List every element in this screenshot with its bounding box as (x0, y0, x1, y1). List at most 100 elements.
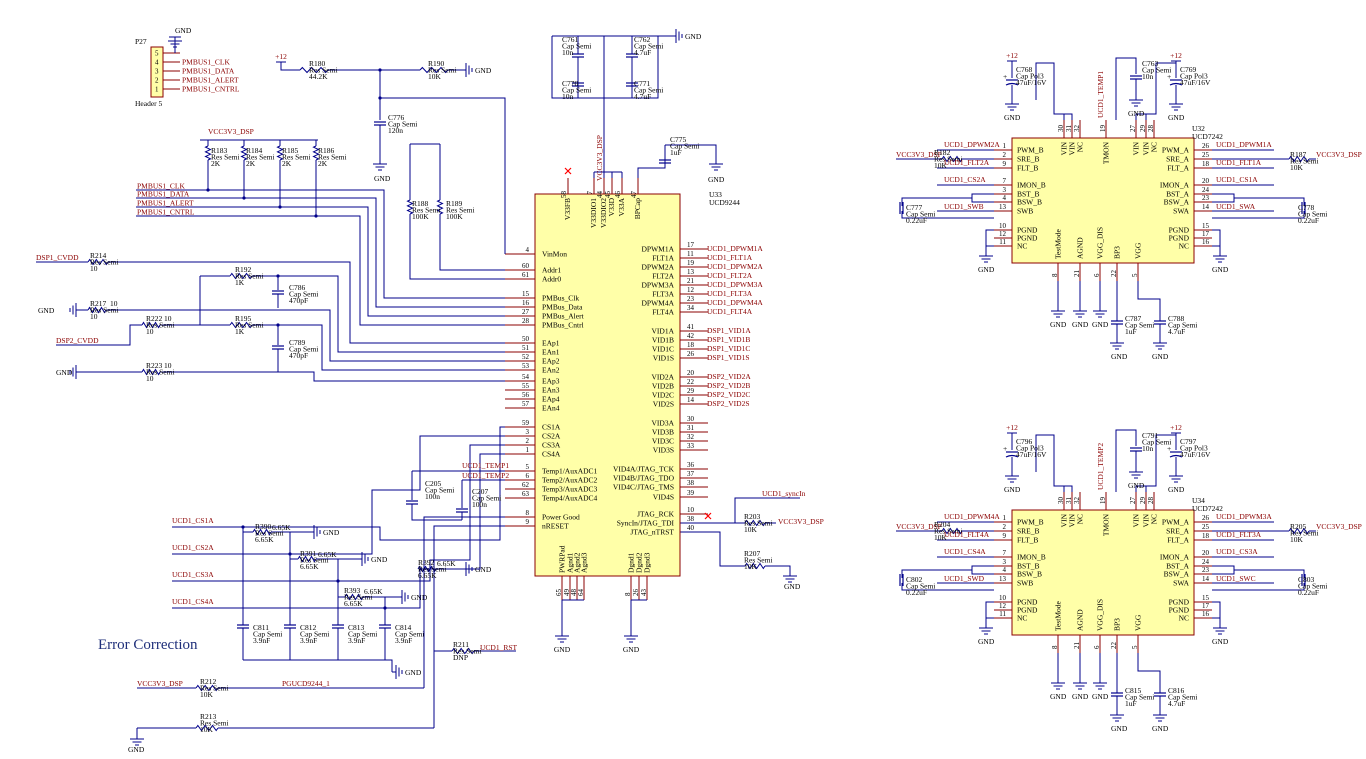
gnd-label: GND (623, 645, 640, 654)
driver-pin-number: 25 (1202, 523, 1210, 531)
driver-pin-name: NC (1179, 242, 1189, 251)
driver-net-label: VCC3V3_DSP (1316, 522, 1362, 531)
part-label-r390: 6.65K (255, 535, 274, 544)
u33-net-label: DSP1_VID1S (707, 353, 750, 362)
u33-pin-name: VID1S (653, 354, 674, 363)
part-label-r391: 6.65K (300, 562, 319, 571)
u33-net-label: UCD1_DPWM2A (707, 262, 763, 271)
no-connect-mark (564, 167, 572, 175)
u33-pin-number: 64 (577, 589, 585, 597)
driver-net-label: UCD1_DPWM3A (1216, 512, 1272, 521)
part-label-c768: 47uF/16V (1016, 78, 1047, 87)
gnd-label: GND (1128, 109, 1145, 118)
r223 (141, 368, 161, 376)
u33-net-label: DSP2_VID2B (707, 381, 750, 390)
driver-pin-number: 31 (1065, 125, 1073, 133)
u33-pin-number: 50 (522, 335, 530, 343)
part-label-c814: C814 (395, 623, 412, 632)
u33-ref: U33 (709, 190, 722, 199)
driver-net-label: UCD1_CS2A (944, 175, 986, 184)
driver-pin-number: 3 (1003, 186, 1007, 194)
driver-pin-name: NC (1017, 242, 1027, 251)
part-label-r212: R212 (200, 677, 217, 686)
u33-part: UCD9244 (709, 198, 740, 207)
driver-pin-number: 17 (1202, 602, 1210, 610)
driver-pin-name: VIN (1068, 513, 1077, 527)
part-label-c791: Cap Semi (1142, 438, 1171, 447)
r187 (1288, 155, 1310, 163)
u33-pin-name: DPWM4A (641, 299, 674, 308)
r393 (344, 593, 364, 601)
gnd-label: GND (1050, 692, 1067, 701)
ground-symbol (1110, 339, 1124, 350)
pol-capacitor-plate (1169, 82, 1183, 86)
u33-pin-name: PMBus_Clk (542, 294, 579, 303)
driver-pin-name: AGND (1076, 609, 1085, 631)
part-label-c778: 0.22uF (1298, 216, 1319, 225)
part-label-c812: Cap Semi (300, 630, 329, 639)
part-label-r203: R203 (744, 512, 761, 521)
plus-sign: + (1003, 444, 1007, 453)
part-label-c812: 3.9nF (300, 636, 317, 645)
driver-net-label: VCC3V3_DSP (896, 150, 942, 159)
u33-pin-number: 12 (687, 286, 695, 294)
bst-cap (1212, 211, 1305, 219)
part-label-c788: C788 (1168, 314, 1185, 323)
u33-pin-name: VID1C (652, 345, 674, 354)
part-label-r217: R217 (90, 299, 107, 308)
u33-pin-number: 16 (522, 299, 530, 307)
driver-pin-number: 12 (999, 602, 1007, 610)
u33-net-label: UCD1_FLT4A (707, 307, 753, 316)
driver-pin-name: BST_A (1166, 190, 1190, 199)
junction-dot (276, 274, 280, 278)
r223-value: 10 (164, 361, 172, 370)
driver-pin-number: 22 (1110, 642, 1118, 650)
no-connect-mark (704, 512, 712, 520)
ground-symbol (462, 63, 473, 77)
part-label-c796: 47uF/16V (1016, 450, 1047, 459)
bst-cap (901, 211, 994, 219)
pullup-resistor (276, 145, 284, 161)
eap1-wire (108, 261, 505, 344)
driver-pin-number: 11 (999, 610, 1006, 618)
driver-pin-number: 14 (1202, 575, 1210, 583)
ground-symbol (1073, 679, 1087, 690)
u33-pin-name: V33DIO2 (599, 198, 608, 228)
u33-pin-number: 15 (522, 290, 530, 298)
driver-pin-number: 13 (999, 575, 1007, 583)
part-label-c769: Cap Pol3 (1180, 72, 1208, 81)
driver-pin-number: 10 (999, 222, 1007, 230)
u33-pin-name: VID4S (653, 493, 674, 502)
part-label-r214: Res Semi (90, 258, 119, 267)
driver-pin-number: 18 (1202, 532, 1210, 540)
u33-pin-number: 38 (687, 515, 695, 523)
u33-pin-number: 41 (687, 323, 695, 331)
ground-symbol (1005, 100, 1019, 111)
u33-pin-name: CS3A (542, 441, 561, 450)
u33-pin-number: 40 (687, 524, 695, 532)
driver-pin-number: 17 (1202, 230, 1210, 238)
part-label-r392: 6.65K (418, 571, 437, 580)
part-label-r182: Res Semi (934, 155, 963, 164)
u33-pin-name: PWRPad (558, 545, 567, 573)
driver-pin-name: SRE_A (1166, 527, 1190, 536)
part-label-r222: Res Semi (146, 321, 175, 330)
u33-pin-name: Agnd2 (573, 552, 582, 573)
u33-net-label: DSP1_VID1B (707, 335, 750, 344)
u33-pin-name: BPCap (633, 198, 642, 220)
driver-net-label: UCD1_CS4A (944, 547, 986, 556)
part-label-c763: C763 (1142, 59, 1159, 68)
junction-dot (242, 196, 246, 200)
part-label-c776: Cap Semi (388, 120, 417, 129)
bst-cap (901, 569, 972, 578)
part-label-r211: DNP (453, 653, 468, 662)
u34-body (1011, 509, 1195, 636)
part-label-c771: Cap Semi (634, 86, 663, 95)
driver-pin-name: FLT_B (1017, 164, 1038, 173)
part-label-r393: R393 (344, 586, 361, 595)
part-label-r188: 100K (412, 212, 429, 221)
driver-pin-name: VGG (1134, 242, 1143, 259)
part-label-r192: 1K (235, 278, 245, 287)
r212 (195, 684, 219, 692)
driver-pin-name: FLT_B (1017, 536, 1038, 545)
